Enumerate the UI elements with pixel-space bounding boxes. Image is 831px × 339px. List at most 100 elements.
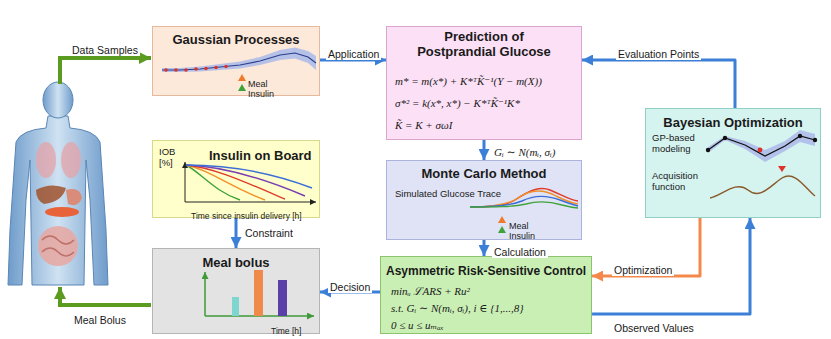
equation: m* = m(x*) + K*ᵀK̃⁻¹(Y − m(X)) <box>395 75 542 88</box>
head <box>43 82 73 118</box>
equation: minᵤ ℒARS + Ru² <box>391 285 470 298</box>
prediction-box: Prediction of Postprandial Glucose m* = m… <box>386 26 582 140</box>
flow-label: Meal Bolus <box>72 314 128 326</box>
text-holder: Meal <box>509 215 529 233</box>
human-body <box>8 82 108 285</box>
stomach <box>66 189 82 205</box>
next-point-dot <box>758 148 763 153</box>
body-outline <box>8 116 108 285</box>
box-label: Meal <box>509 221 529 231</box>
text-holder: K̃ = K + σωI <box>395 115 452 133</box>
label-holder: Evaluation Points <box>616 44 701 62</box>
iob-y-axis <box>185 162 186 202</box>
meal-triangle <box>238 74 246 81</box>
data-point <box>194 67 198 71</box>
box-label: Time since insulin delivery [h] <box>191 212 302 222</box>
box-title: Asymmetric Risk-Sensitive Control <box>386 265 586 279</box>
box-label: GP-based modeling <box>652 133 704 155</box>
box-label: IOB [%] <box>159 147 187 169</box>
equation: σ*² = k(x*, x*) − K*ᵀK̃⁻¹K* <box>395 97 520 110</box>
iob-x-axis <box>185 202 316 203</box>
bo-confidence-band <box>708 130 815 162</box>
text-holder: Meal <box>248 73 268 91</box>
observation-dot <box>813 138 817 142</box>
box-title: Gaussian Processes <box>172 33 299 48</box>
text-holder: Meal bolus <box>202 253 269 271</box>
flow-arrow <box>582 60 735 108</box>
flow-arrow <box>592 218 700 276</box>
data-point <box>214 66 218 70</box>
text-holder: IOB [%] <box>159 147 187 170</box>
intestine-fold <box>42 236 74 256</box>
label-holder: Optimization <box>612 260 674 278</box>
text-holder: Time since insulin delivery [h] <box>191 205 302 223</box>
label-holder: Gᵢ ∼ N(mᵢ, σᵢ) <box>492 142 557 160</box>
iob-curves <box>186 165 312 200</box>
bolus-bar <box>232 297 239 316</box>
box-label: Time [h] <box>271 327 301 337</box>
text-holder: Simulated Glucose Trace <box>395 183 501 201</box>
gp-confidence-band <box>162 48 316 73</box>
text-holder: Time [h] <box>271 320 301 338</box>
text-holder: Monte Carlo Method <box>422 164 547 182</box>
insulin-triangle <box>498 226 506 233</box>
iob-curve <box>186 165 312 188</box>
meal-triangle <box>498 216 506 223</box>
text-holder: GP-based modeling <box>652 133 704 156</box>
box-label: Insulin <box>509 231 535 241</box>
label-holder: Constraint <box>243 223 295 241</box>
observation-dot <box>798 134 802 138</box>
box-label: Meal <box>248 79 268 89</box>
label-holder: Application <box>326 44 381 62</box>
liver <box>36 185 66 204</box>
text-holder: σ*² = k(x*, x*) − K*ᵀK̃⁻¹K* <box>395 93 520 111</box>
text-holder: Insulin on Board <box>209 146 312 164</box>
bolus-y-axis <box>204 272 206 316</box>
text-holder: s.t. Gᵢ ∼ N(mᵢ, σᵢ), i ∈ {1,...,8} <box>391 298 524 316</box>
gp-data-points <box>164 65 228 72</box>
gp-box: Gaussian ProcessesMealInsulin <box>152 26 320 96</box>
bayesian-box: Bayesian OptimizationGP-based modelingAc… <box>645 108 821 218</box>
trace <box>470 196 578 207</box>
glucose-traces <box>470 188 578 208</box>
box-label: Acquisition function <box>652 171 708 193</box>
box-label: Insulin <box>248 89 274 99</box>
text-holder: Bayesian Optimization <box>663 113 802 131</box>
box-title: Bayesian Optimization <box>663 116 802 131</box>
text-holder: Acquisition function <box>652 171 708 194</box>
bolus-bar <box>254 270 263 316</box>
equation: s.t. Gᵢ ∼ N(mᵢ, σᵢ), i ∈ {1,...,8} <box>391 302 524 315</box>
text-holder: 0 ≤ u ≤ uₘₐₓ <box>391 315 444 333</box>
trace <box>470 191 578 207</box>
lung <box>36 142 56 178</box>
gp-mean-curve <box>162 53 316 70</box>
trace <box>470 202 578 208</box>
data-point <box>184 68 188 72</box>
text-holder: Asymmetric Risk-Sensitive Control <box>386 261 586 279</box>
label-holder: Calculation <box>492 242 548 260</box>
intestine <box>38 226 78 266</box>
observation-dot <box>723 136 727 140</box>
edge-label: Gᵢ ∼ N(mᵢ, σᵢ) <box>492 146 557 159</box>
box-title: Monte Carlo Method <box>422 167 547 182</box>
meal-bolus-box: Meal bolusTime [h] <box>152 248 320 334</box>
observation-dot <box>706 148 710 152</box>
flow-arrow <box>483 140 486 160</box>
text-holder: Prediction of Postprandial Glucose <box>409 30 559 60</box>
label-holder: Decision <box>328 277 372 295</box>
pancreas <box>45 207 79 217</box>
bolus-bar <box>278 280 287 316</box>
meal-bolus-arrow <box>60 287 151 305</box>
box-title: Insulin on Board <box>209 149 312 164</box>
text-holder: minᵤ ℒARS + Ru² <box>391 281 470 299</box>
equation: K̃ = K + σωI <box>395 119 452 132</box>
text-holder: Gaussian Processes <box>172 30 299 48</box>
trace <box>470 188 578 207</box>
flow-arrow <box>483 240 486 256</box>
edge-label: Evaluation Points <box>616 48 701 60</box>
acquisition-max-marker <box>778 166 786 172</box>
box-title: Prediction of Postprandial Glucose <box>409 30 559 60</box>
edge-label: Calculation <box>492 246 548 258</box>
edge-label: Constraint <box>243 227 295 239</box>
